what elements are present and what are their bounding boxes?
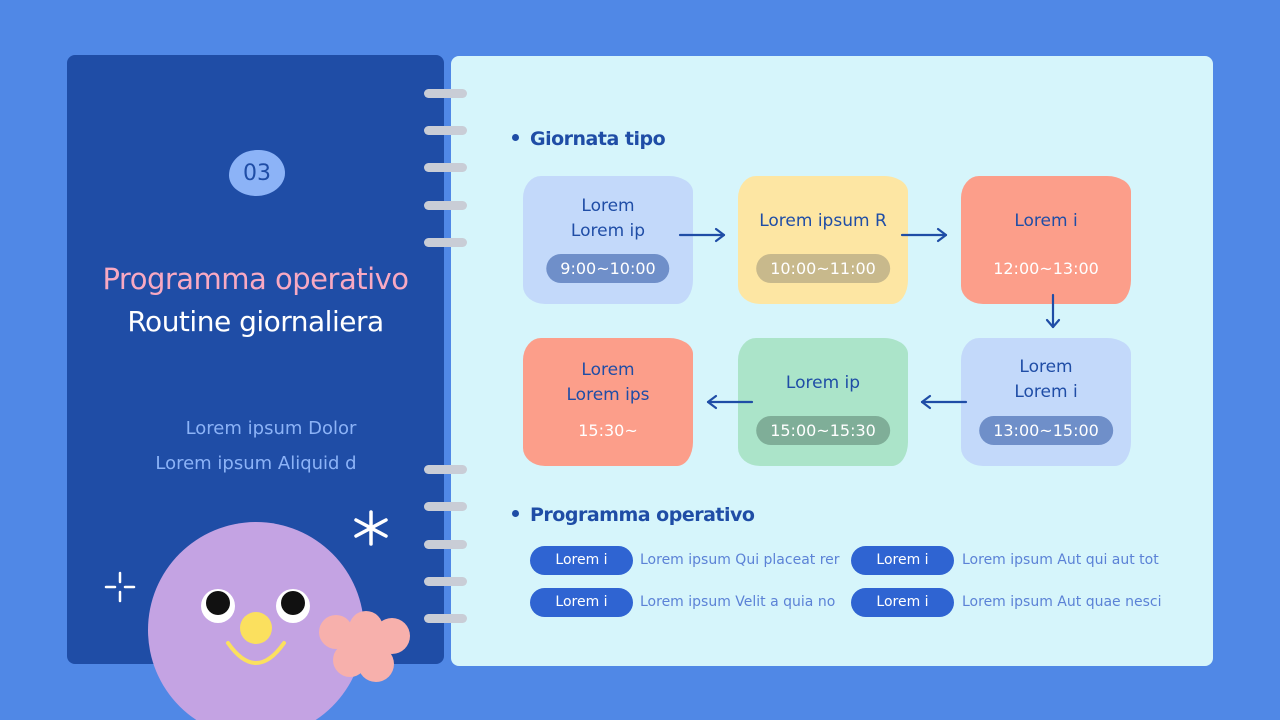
description-line-1: Lorem ipsum Dolor bbox=[185, 418, 357, 439]
program-item-text: Lorem ipsum Aut quae nesci bbox=[962, 594, 1162, 610]
description-line-2: Lorem ipsum Aliquid d bbox=[155, 453, 357, 474]
program-item-text: Lorem ipsum Velit a quia no bbox=[640, 594, 836, 610]
card-label: Lorem Lorem ips bbox=[566, 360, 650, 405]
spiral-ring bbox=[424, 201, 467, 210]
time-pill: 13:00~15:00 bbox=[979, 416, 1113, 445]
operational-program-heading: Programma operativo bbox=[512, 504, 755, 526]
program-tag: Lorem i bbox=[530, 588, 633, 617]
arrow-left-icon bbox=[920, 394, 968, 410]
slide-title: Programma operativo bbox=[102, 262, 409, 296]
spiral-ring bbox=[424, 577, 467, 586]
spiral-ring bbox=[424, 465, 467, 474]
time-pill: 15:00~15:30 bbox=[756, 416, 890, 445]
card-label: Lorem ip bbox=[785, 373, 861, 393]
spiral-ring bbox=[424, 540, 467, 549]
spiral-ring bbox=[424, 614, 467, 623]
time-pill: 10:00~11:00 bbox=[756, 254, 890, 283]
arrow-right-icon bbox=[678, 227, 726, 243]
slide-subtitle: Routine giornaliera bbox=[127, 305, 384, 338]
schedule-card-5: Lorem ip 15:00~15:30 bbox=[738, 338, 908, 466]
time-pill: 9:00~10:00 bbox=[546, 254, 670, 283]
schedule-card-2: Lorem ipsum R 10:00~11:00 bbox=[738, 176, 908, 304]
schedule-card-1: Lorem Lorem ip 9:00~10:00 bbox=[523, 176, 693, 304]
card-label: Lorem Lorem i bbox=[1014, 357, 1078, 402]
time-label: 12:00~13:00 bbox=[993, 259, 1099, 278]
section-number-badge: 03 bbox=[229, 150, 285, 196]
flower-icon bbox=[319, 611, 410, 682]
card-label: Lorem ipsum R bbox=[759, 211, 887, 231]
card-label: Lorem i bbox=[1014, 211, 1078, 231]
schedule-card-4: Lorem Lorem i 13:00~15:00 bbox=[961, 338, 1131, 466]
spiral-ring bbox=[424, 89, 467, 98]
schedule-card-3: Lorem i 12:00~13:00 bbox=[961, 176, 1131, 304]
arrow-right-icon bbox=[900, 227, 948, 243]
purple-blob-mascot-icon bbox=[148, 522, 364, 720]
plus-sparkle-icon bbox=[104, 571, 136, 603]
spiral-ring bbox=[424, 163, 467, 172]
schedule-card-6: Lorem Lorem ips 15:30~ bbox=[523, 338, 693, 466]
program-tag: Lorem i bbox=[851, 588, 954, 617]
program-item-text: Lorem ipsum Aut qui aut tot bbox=[962, 552, 1159, 568]
daily-schedule-heading: Giornata tipo bbox=[512, 128, 666, 150]
program-item-text: Lorem ipsum Qui placeat rer bbox=[640, 552, 840, 568]
spiral-ring bbox=[424, 238, 467, 247]
arrow-left-icon bbox=[706, 394, 754, 410]
program-tag: Lorem i bbox=[530, 546, 633, 575]
spiral-ring bbox=[424, 126, 467, 135]
spiral-ring bbox=[424, 502, 467, 511]
program-tag: Lorem i bbox=[851, 546, 954, 575]
card-label: Lorem Lorem ip bbox=[570, 196, 646, 241]
arrow-down-icon bbox=[1045, 293, 1061, 329]
sparkle-icon bbox=[354, 510, 388, 546]
time-label: 15:30~ bbox=[578, 421, 638, 440]
